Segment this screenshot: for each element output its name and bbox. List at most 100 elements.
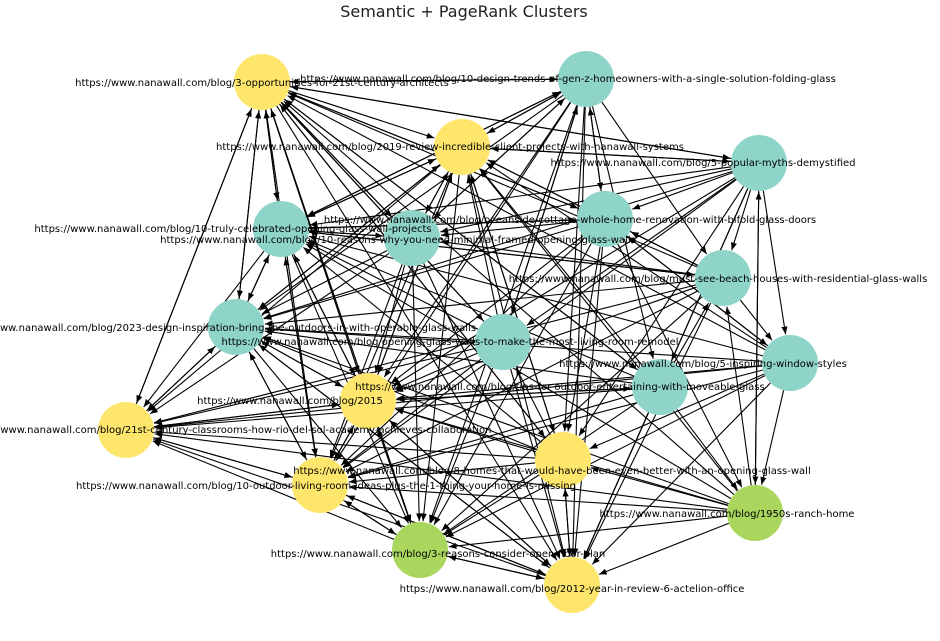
edge-n12-n5 (293, 254, 356, 377)
node-label-n19: https://www.nanawall.com/blog/2012-year-… (400, 584, 745, 595)
edge-n13-n5 (307, 239, 635, 377)
edge-n6-n5 (309, 228, 385, 237)
edge-n10-n16 (342, 358, 482, 468)
node-label-n1: https://www.nanawall.com/blog/3-opportun… (75, 78, 449, 89)
graph-node-n6[interactable] (384, 210, 440, 266)
edge-n11-n7 (627, 236, 769, 347)
edge-n11-n12 (396, 364, 763, 401)
node-label-n10: https://www.nanawall.com/blog/opening-gl… (221, 337, 678, 348)
graph-node-n7[interactable] (577, 191, 633, 247)
edge-n4-n10 (526, 178, 737, 326)
graph-node-n15[interactable] (535, 432, 591, 488)
edge-n17-n1 (283, 100, 735, 496)
edge-n7-n15 (566, 246, 601, 432)
edge-n9-n18 (253, 348, 402, 528)
edge-n13-n9 (264, 329, 633, 384)
edge-n15-n12 (395, 408, 537, 453)
graph-node-n14[interactable] (98, 402, 154, 458)
graph-node-n1[interactable] (234, 54, 290, 110)
edge-n2-n15 (562, 106, 585, 432)
edge-n15-n3 (470, 174, 555, 434)
graph-node-n12[interactable] (340, 373, 396, 429)
graph-node-n17[interactable] (727, 485, 783, 541)
edge-n15-n14 (154, 429, 536, 459)
node-label-n2: https://www.nanawall.com/blog/10-design-… (300, 74, 836, 85)
edge-n4-n1 (290, 84, 732, 160)
graph-node-n16[interactable] (292, 457, 348, 513)
edge-n4-n16 (343, 179, 737, 469)
node-label-n5: https://www.nanawall.com/blog/10-truly-c… (34, 224, 431, 235)
edge-n18-n12 (377, 428, 412, 524)
edge-n10-n2 (510, 106, 578, 316)
graph-node-n9[interactable] (208, 299, 264, 355)
graph-node-n8[interactable] (695, 250, 751, 306)
edge-n4-n7 (632, 172, 733, 210)
node-label-n8: https://www.nanawall.com/blog/must-see-b… (509, 274, 928, 285)
edge-n4-n15 (578, 186, 745, 437)
edge-n12-n9 (261, 340, 344, 388)
edge-n2-n12 (383, 101, 571, 378)
edge-n1-n3 (288, 90, 435, 139)
edge-n8-n9 (264, 280, 696, 327)
edge-n2-n1 (290, 78, 559, 85)
graph-node-n19[interactable] (544, 557, 600, 613)
edge-n16-n14 (153, 437, 294, 478)
edge-n18-n14 (152, 440, 395, 540)
edge-n19-n18 (448, 555, 545, 580)
label-layer: https://www.nanawall.com/blog/3-opportun… (0, 74, 927, 595)
graph-node-n4[interactable] (731, 135, 787, 191)
node-label-n12: https://www.nanawall.com/blog/2015 (197, 396, 383, 407)
edge-n15-n18 (444, 474, 540, 536)
edge-n11-n18 (445, 375, 766, 538)
edge-n17-n16 (348, 484, 728, 512)
edge-n5-n1 (263, 110, 278, 202)
graph-node-n5[interactable] (253, 201, 309, 257)
edge-n4-n12 (392, 177, 736, 387)
edge-n8-n11 (739, 299, 773, 341)
edge-n4-n8 (731, 189, 752, 251)
edge-n17-n3 (479, 169, 738, 492)
edge-n19-n15 (562, 488, 571, 558)
node-label-n6: https://www.nanawall.com/blog/10-reasons… (160, 235, 636, 246)
graph-node-n11[interactable] (762, 335, 818, 391)
edge-n6-n19 (423, 263, 561, 559)
edge-n3-n18 (420, 174, 460, 522)
node-label-n3: https://www.nanawall.com/blog/2019-revie… (216, 142, 684, 153)
edge-layer (135, 76, 788, 580)
graph-node-n10[interactable] (475, 314, 531, 370)
edge-n9-n1 (238, 110, 262, 300)
edge-n8-n19 (584, 302, 712, 560)
edge-n15-n5 (303, 246, 542, 443)
graph-node-n3[interactable] (434, 119, 490, 175)
edge-n15-n1 (279, 104, 547, 439)
edge-n9-n3 (257, 164, 440, 311)
edge-n15-n9 (262, 337, 538, 451)
edge-n9-n5 (247, 255, 270, 302)
edge-n11-n15 (589, 373, 765, 450)
node-label-n13: https://www.nanawall.com/blog/tips-for-o… (355, 382, 764, 393)
graph-node-n18[interactable] (392, 522, 448, 578)
edge-n7-n5 (309, 219, 578, 231)
edge-n7-n19 (572, 246, 604, 557)
graph-node-n13[interactable] (632, 359, 688, 415)
graph-title: Semantic + PageRank Clusters (340, 2, 588, 21)
edge-n3-n2 (486, 92, 561, 134)
edge-n17-n18 (448, 515, 728, 550)
edge-n4-n11 (762, 190, 788, 335)
edge-n17-n5 (305, 243, 732, 500)
edge-n8-n5 (309, 229, 696, 276)
edge-n11-n5 (308, 235, 764, 357)
edge-n5-n3 (306, 158, 436, 218)
edge-n5-n14 (143, 250, 265, 408)
edge-n17-n19 (598, 522, 730, 575)
edge-n13-n17 (676, 409, 738, 491)
edge-n14-n1 (135, 108, 252, 405)
edge-n13-n19 (583, 412, 650, 559)
edge-n4-n3 (490, 145, 732, 163)
edge-n7-n12 (390, 235, 584, 384)
edge-n10-n3 (466, 175, 498, 315)
edge-n6-n2 (432, 98, 565, 220)
edge-n17-n14 (154, 431, 728, 510)
graph-node-n2[interactable] (558, 51, 614, 107)
